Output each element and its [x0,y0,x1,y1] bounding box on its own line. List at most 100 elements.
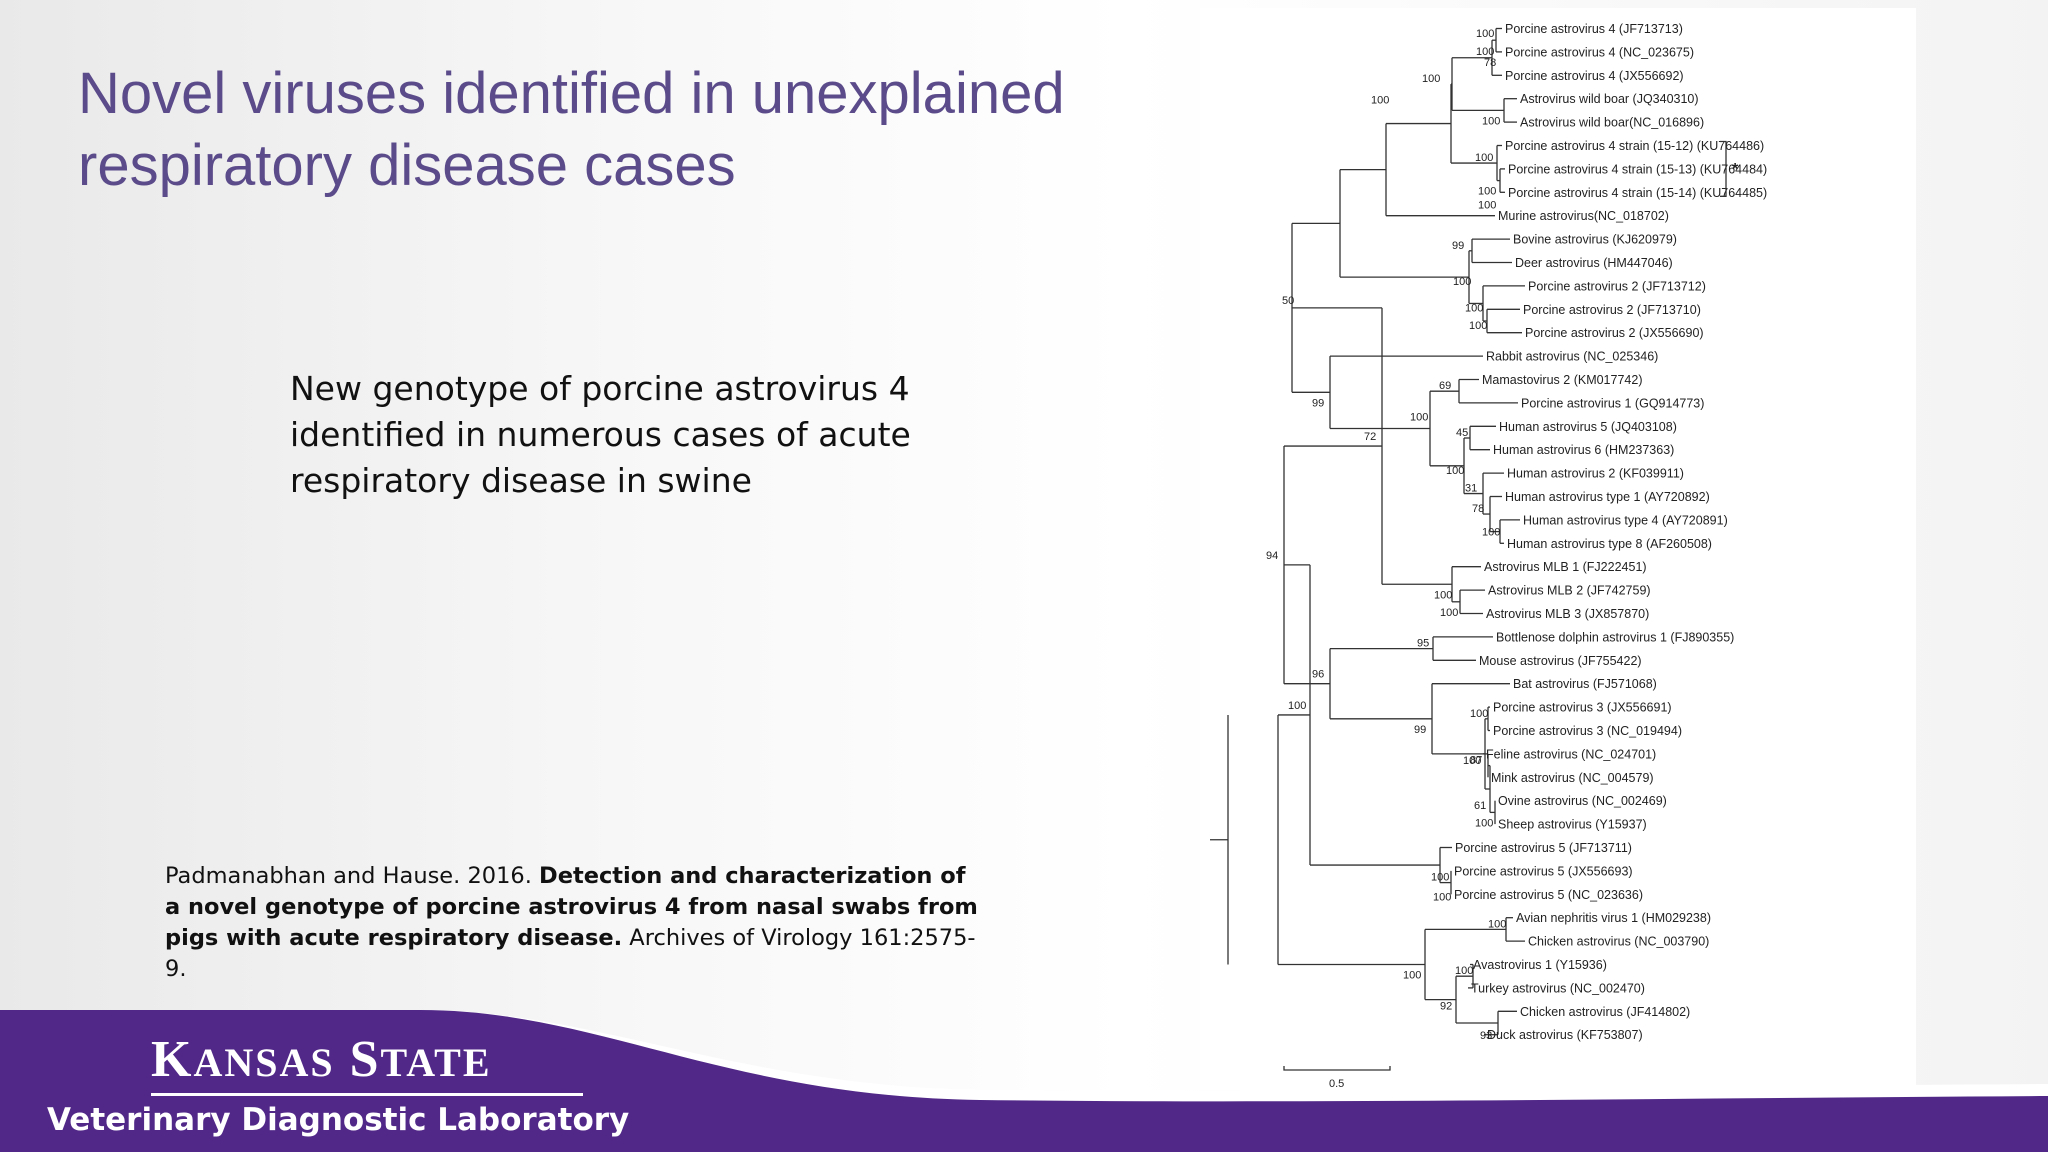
tree-leaf-label: Porcine astrovirus 1 (GQ914773) [1521,396,1704,410]
tree-leaf-label: Porcine astrovirus 3 (NC_019494) [1493,724,1682,738]
tree-leaf-label: Human astrovirus 5 (JQ403108) [1499,420,1677,434]
tree-bootstrap-value: 99 [1452,240,1464,252]
tree-bootstrap-value: 72 [1364,431,1376,443]
footer-purple-wave [0,1010,2048,1152]
tree-bootstrap-value: 100 [1478,186,1496,198]
clade-bracket [1720,140,1727,197]
tree-bootstrap-value: 78 [1472,503,1484,515]
tree-bootstrap-values: 1001007810010010010010010099100100100506… [1266,28,1506,1042]
tree-bootstrap-value: 95 [1417,638,1429,650]
tree-bootstrap-value: 100 [1422,73,1440,85]
tree-bootstrap-value: 100 [1410,411,1428,423]
tree-leaf-label: Human astrovirus 2 (KF039911) [1507,467,1684,481]
slide-title-line-1: Novel viruses identified in unexplained [78,61,1065,126]
tree-leaf-label: Chicken astrovirus (NC_003790) [1528,935,1709,949]
tree-leaf-label: Porcine astrovirus 4 strain (15-13) (KU7… [1508,162,1767,176]
tree-leaf-label: Porcine astrovirus 5 (NC_023636) [1454,888,1643,902]
citation: Padmanabhan and Hause. 2016. Detection a… [165,861,985,985]
phylogenetic-tree: Porcine astrovirus 4 (JF713713) Porcine a… [1210,22,1767,1090]
citation-journal: Archives of Virology 161:2575-9. [165,925,976,982]
tree-bootstrap-value: 100 [1433,892,1451,904]
tree-leaf-label: Human astrovirus type 8 (AF260508) [1507,537,1712,551]
tree-leaf-label: Porcine astrovirus 4 (JX556692) [1505,69,1684,83]
scale-bar-label: 0.5 [1329,1078,1344,1090]
tree-bootstrap-value: 78 [1484,57,1496,69]
tree-leaf-label: Astrovirus wild boar (JQ340310) [1520,92,1699,106]
tree-bootstrap-value: 100 [1446,465,1464,477]
tree-bootstrap-value: 100 [1469,320,1487,332]
tree-bootstrap-value: 100 [1482,527,1500,539]
tree-leaf-label: Astrovirus MLB 2 (JF742759) [1488,584,1651,598]
tree-leaf-label: Ovine astrovirus (NC_002469) [1498,794,1667,808]
tree-bootstrap-value: 100 [1476,46,1494,58]
tree-bootstrap-value: 100 [1455,965,1473,977]
tree-bootstrap-value: 100 [1465,302,1483,314]
tree-leaf-label: Bat astrovirus (FJ571068) [1513,677,1657,691]
tree-bootstrap-value: 100 [1434,589,1452,601]
tree-leaf-labels: Porcine astrovirus 4 (JF713713) Porcine a… [1454,22,1767,1042]
tree-leaf-label: Turkey astrovirus (NC_002470) [1471,981,1645,995]
logo-kansas-state: KANSAS STATE [151,1032,583,1096]
slide-title-line-2: respiratory disease cases [78,133,736,198]
tree-leaf-label: Mamastovirus 2 (KM017742) [1482,373,1642,387]
tree-bootstrap-value: 99 [1414,724,1426,736]
kansas-state-vdl-logo: KANSAS STATE Veterinary Diagnostic Labor… [47,1032,767,1140]
tree-bootstrap-value: 100 [1288,700,1306,712]
logo-vdl-text: Veterinary Diagnostic Laboratory [47,1102,630,1138]
tree-leaf-label: Murine astrovirus(NC_018702) [1498,209,1669,223]
tree-bootstrap-value: 100 [1488,918,1506,930]
tree-leaf-label: Porcine astrovirus 4 (NC_023675) [1505,45,1694,59]
tree-bootstrap-value: 100 [1453,276,1471,288]
tree-bootstrap-value: 31 [1465,483,1477,495]
tree-bootstrap-value: 96 [1312,669,1324,681]
tree-leaf-label: Mink astrovirus (NC_004579) [1491,771,1654,785]
slide-title: Novel viruses identified in unexplained … [78,58,1138,202]
tree-bootstrap-value: 100 [1475,152,1493,164]
tree-leaf-label: Porcine astrovirus 2 (JF713712) [1528,279,1706,293]
tree-leaf-label: Human astrovirus 6 (HM237363) [1493,443,1674,457]
tree-bootstrap-value: 94 [1266,550,1278,562]
tree-leaf-label: Porcine astrovirus 5 (JX556693) [1454,864,1633,878]
tree-bootstrap-value: 100 [1431,872,1449,884]
tree-bootstrap-value: 99 [1312,397,1324,409]
tree-bootstrap-value: 61 [1474,800,1486,812]
tree-bootstrap-value: 93 [1480,1030,1492,1042]
tree-leaf-label: Porcine astrovirus 2 (JX556690) [1525,326,1704,340]
tree-leaf-label: Astrovirus wild boar(NC_016896) [1520,116,1704,130]
tree-bootstrap-value: 100 [1463,755,1481,767]
phylogenetic-tree-figure: Porcine astrovirus 4 (JF713713) Porcine a… [1200,8,1916,1090]
tree-bootstrap-value: 100 [1475,817,1493,829]
tree-leaf-label: Porcine astrovirus 5 (JF713711) [1455,841,1632,855]
tree-bootstrap-value: 100 [1476,28,1494,40]
tree-bootstrap-value: 69 [1439,380,1451,392]
tree-leaf-label: Duck astrovirus (KF753807) [1487,1028,1643,1042]
body-text: New genotype of porcine astrovirus 4 ide… [290,366,970,504]
tree-leaf-label: Bovine astrovirus (KJ620979) [1513,233,1677,247]
clade-marker: * [1732,161,1739,178]
tree-bootstrap-value: 100 [1478,200,1496,212]
tree-leaf-label: Porcine astrovirus 4 strain (15-12) (KU7… [1505,139,1764,153]
tree-leaf-label: Human astrovirus type 4 (AY720891) [1523,513,1728,527]
tree-leaf-label: Mouse astrovirus (JF755422) [1479,654,1642,668]
citation-title: Detection and characterization of a nove… [165,863,978,951]
tree-leaf-label: Chicken astrovirus (JF414802) [1520,1005,1690,1019]
scale-bar [1283,1066,1391,1071]
tree-bootstrap-value: 100 [1371,95,1389,107]
tree-leaf-label: Bottlenose dolphin astrovirus 1 (FJ89035… [1496,630,1734,644]
tree-bootstrap-value: 100 [1440,607,1458,619]
tree-leaf-label: Porcine astrovirus 4 (JF713713) [1505,22,1683,36]
tree-leaf-label: Avastrovirus 1 (Y15936) [1473,958,1607,972]
tree-leaf-label: Astrovirus MLB 1 (FJ222451) [1484,560,1647,574]
tree-leaf-label: Feline astrovirus (NC_024701) [1486,747,1656,761]
tree-bootstrap-value: 100 [1470,708,1488,720]
tree-leaf-label: Human astrovirus type 1 (AY720892) [1505,490,1710,504]
tree-leaf-label: Avian nephritis virus 1 (HM029238) [1516,911,1711,925]
citation-authors: Padmanabhan and Hause. 2016. [165,863,540,889]
tree-leaf-label: Porcine astrovirus 4 strain (15-14) (KU7… [1508,186,1767,200]
body-line-2: identified in numerous cases of acute [290,415,911,454]
tree-leaf-label: Sheep astrovirus (Y15937) [1498,818,1647,832]
body-line-1: New genotype of porcine astrovirus 4 [290,369,910,408]
tree-leaf-label: Porcine astrovirus 3 (JX556691) [1493,701,1672,715]
tree-bootstrap-value: 45 [1456,427,1468,439]
body-line-3: respiratory disease in swine [290,461,752,500]
